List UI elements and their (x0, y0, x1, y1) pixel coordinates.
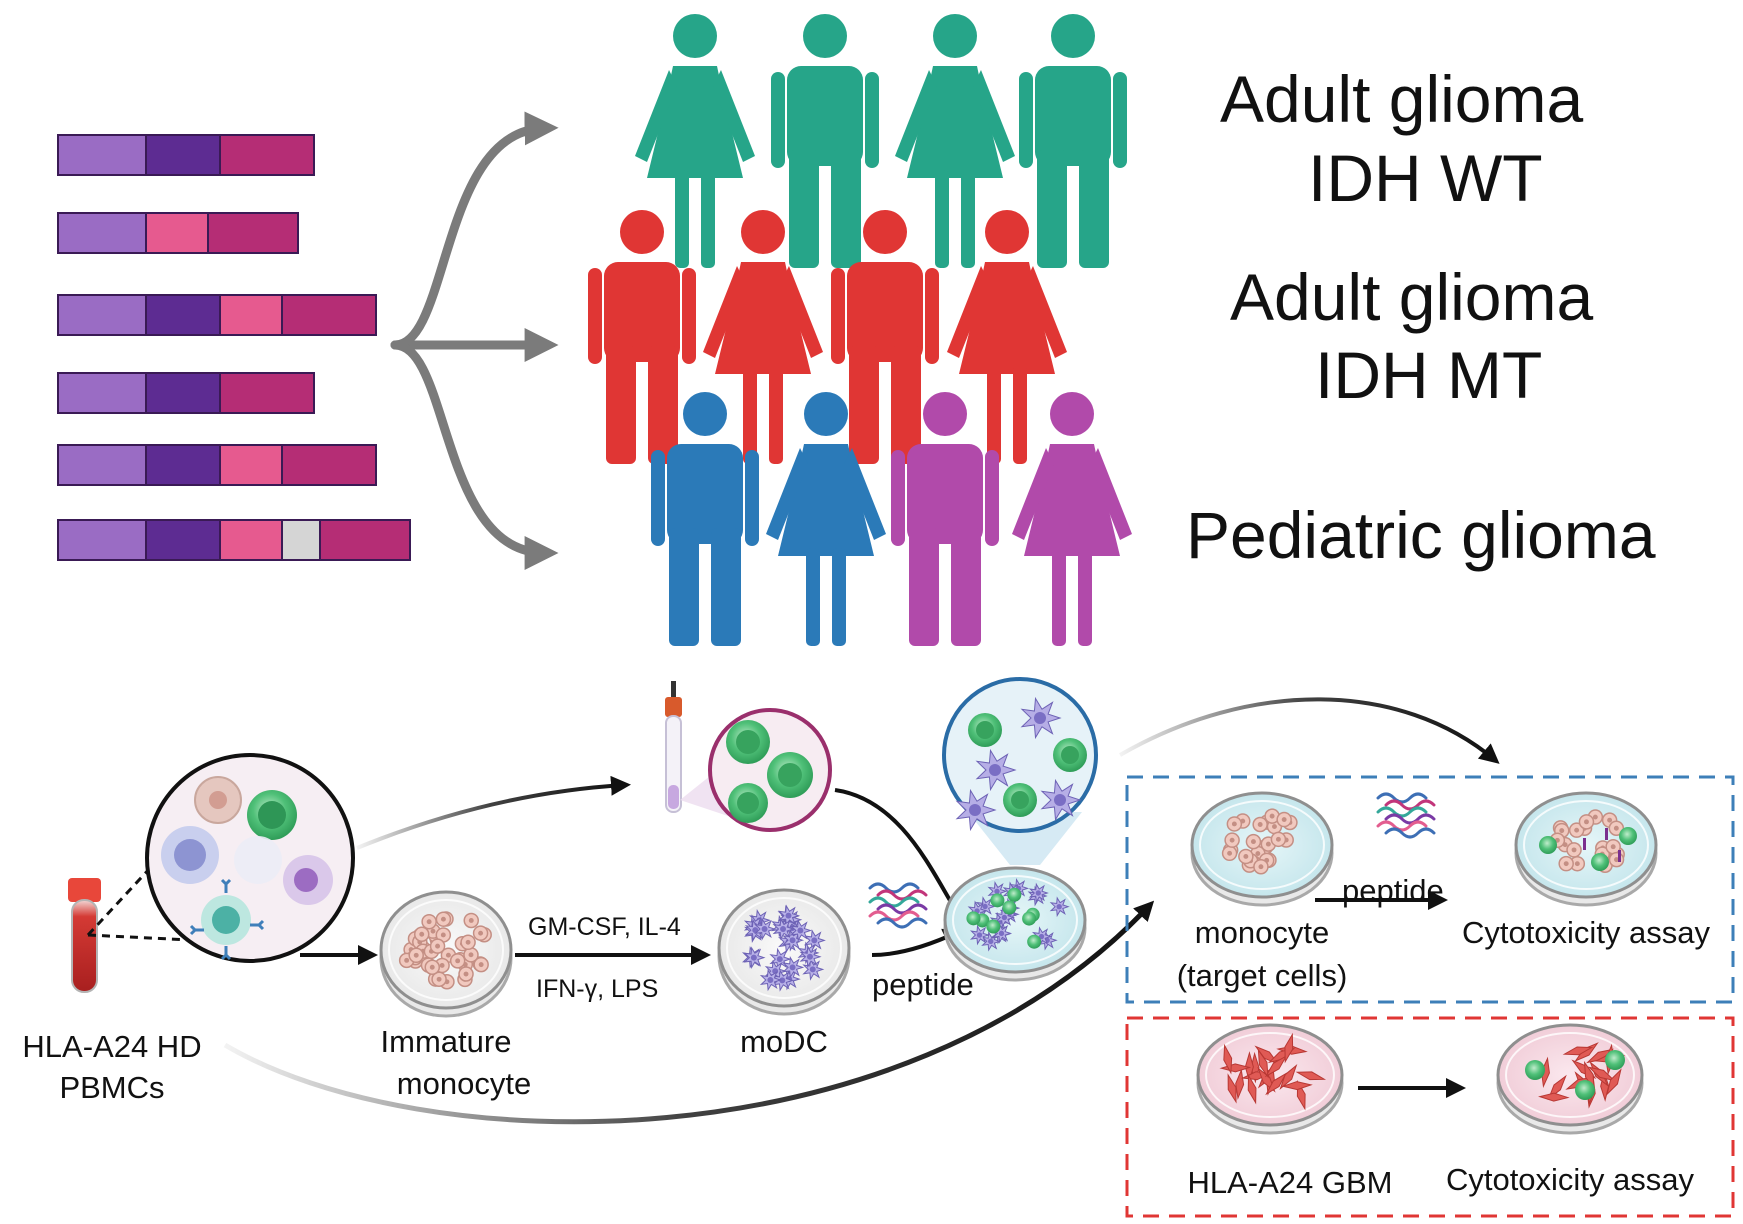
female-figure (1012, 392, 1132, 646)
peptide-bar (57, 134, 315, 176)
peptide-segment (145, 444, 221, 486)
tcell-syringe (665, 681, 682, 813)
label-idh-mt-line1: Adult glioma (1230, 260, 1593, 334)
peptide-bars (57, 134, 411, 561)
branch-arrows (390, 111, 559, 570)
label-monocyte-line1: monocyte (1195, 915, 1329, 950)
label-idh-wt-line1: Adult glioma (1220, 62, 1583, 136)
peptide-segment (219, 444, 283, 486)
patient-cohorts (588, 14, 1132, 646)
blood-tube (68, 878, 101, 993)
male-figure (1019, 14, 1127, 268)
peptide-segment (145, 372, 221, 414)
peptide-segment (319, 519, 411, 561)
peptide-segment (57, 372, 147, 414)
peptide-segment (145, 134, 221, 176)
label-gbm: HLA-A24 GBM (1187, 1165, 1392, 1200)
red-assay-box (1125, 1016, 1735, 1218)
peptide-segment (219, 372, 315, 414)
label-modc: moDC (740, 1024, 828, 1059)
arrow-tcells-to-assay (1119, 697, 1500, 764)
female-figure (766, 392, 886, 646)
peptide-segment (57, 294, 147, 336)
male-figure (891, 392, 999, 646)
peptide-bar (57, 372, 315, 414)
peptide-segment (57, 519, 147, 561)
coculture-dish (943, 866, 1087, 982)
label-pediatric: Pediatric glioma (1186, 498, 1656, 572)
label-cytokines-top: GM-CSF, IL-4 (528, 913, 681, 941)
label-idh-mt-line2: IDH MT (1315, 338, 1542, 412)
female-figure (635, 14, 755, 268)
label-cytotox-red: Cytotoxicity assay (1446, 1162, 1695, 1197)
label-cytotox-blue: Cytotoxicity assay (1462, 915, 1711, 950)
peptide-icon-modc (868, 882, 928, 929)
label-pbmc-line2: PBMCs (59, 1070, 164, 1105)
peptide-segment (219, 294, 283, 336)
peptide-segment (145, 294, 221, 336)
tcell-zoom-circle (708, 708, 832, 832)
blue-assay-box (1125, 775, 1735, 1004)
label-cytokines-bottom: IFN-γ, LPS (536, 975, 658, 1003)
arrow-tcells-to-coculture (834, 788, 966, 925)
modc-dish (717, 888, 851, 1016)
label-immature-line1: Immature (381, 1024, 512, 1059)
peptide-segment (57, 212, 147, 254)
label-peptide-modc: peptide (872, 967, 974, 1002)
pbmc-zoom-circle (145, 753, 355, 963)
gbm-dish (1196, 1023, 1344, 1135)
peptide-segment (207, 212, 299, 254)
zoom-line-bottom (87, 933, 233, 944)
female-figure (947, 210, 1067, 464)
peptide-segment (281, 444, 377, 486)
label-immature-line2: monocyte (397, 1066, 531, 1101)
peptide-bar (57, 294, 377, 336)
male-figure (651, 392, 759, 646)
label-pbmc-line1: HLA-A24 HD (22, 1029, 201, 1064)
coculture-zoom-circle (942, 677, 1098, 833)
label-idh-wt-line2: IDH WT (1308, 141, 1543, 215)
peptide-segment (57, 444, 147, 486)
group-labels: Adult glioma IDH WT Adult glioma IDH MT … (1186, 62, 1656, 572)
female-figure (703, 210, 823, 464)
peptide-segment (281, 519, 321, 561)
cytotoxicity-dish-red (1496, 1023, 1644, 1135)
target-monocyte-dish (1190, 791, 1334, 907)
label-monocyte-line2: (target cells) (1177, 958, 1348, 993)
label-peptide-target: peptide (1342, 873, 1444, 908)
peptide-segment (219, 519, 283, 561)
peptide-bar (57, 444, 377, 486)
peptide-segment (145, 212, 209, 254)
female-figure (895, 14, 1015, 268)
peptide-segment (281, 294, 377, 336)
male-figure (588, 210, 696, 464)
male-figure (771, 14, 879, 268)
peptide-bar (57, 212, 299, 254)
cytotoxicity-dish-blue (1514, 791, 1658, 907)
arrow-to-tcells (356, 775, 631, 850)
peptide-segment (219, 134, 315, 176)
peptide-bar (57, 519, 411, 561)
arrow-pbmc-to-target (223, 900, 1155, 1125)
peptide-segment (145, 519, 221, 561)
peptide-segment (57, 134, 147, 176)
immature-monocyte-dish (379, 890, 513, 1018)
peptide-icon-target (1376, 792, 1436, 839)
male-figure (831, 210, 939, 464)
